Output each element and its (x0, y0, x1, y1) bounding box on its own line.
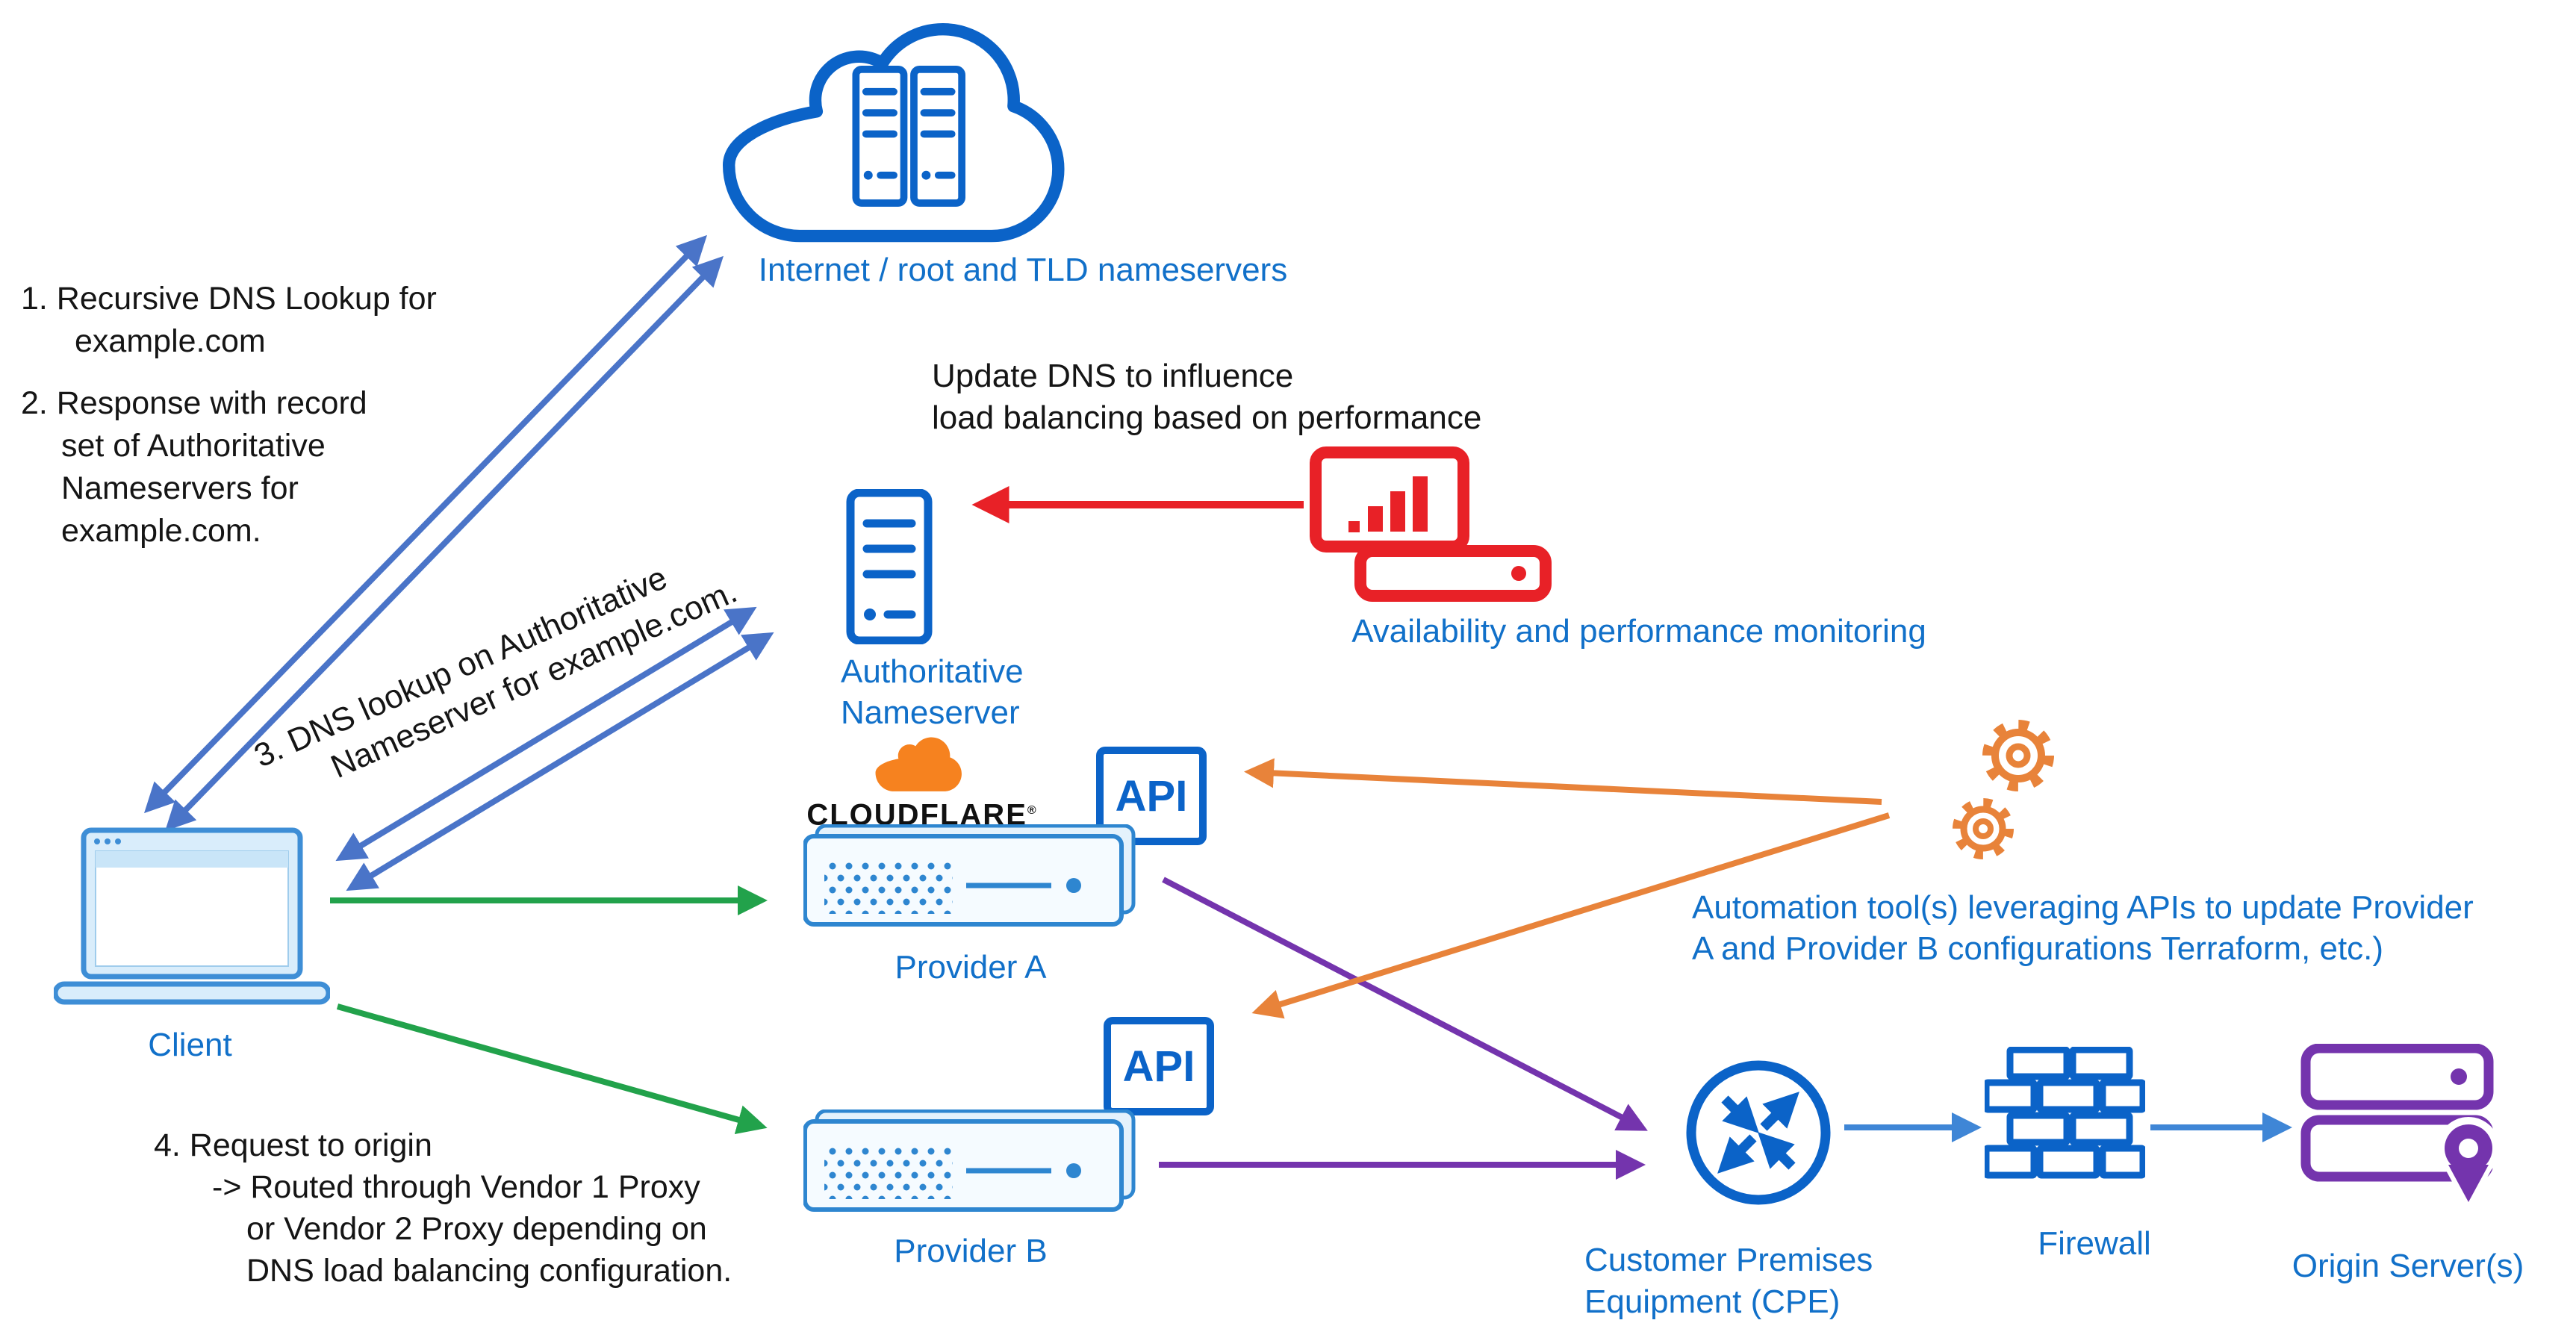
origin-servers-label: Origin Server(s) (2292, 1248, 2524, 1284)
step4-line2: -> Routed through Vendor 1 Proxy (212, 1169, 700, 1205)
client-laptop-icon (52, 827, 332, 1018)
cpe-router-icon (1680, 1054, 1837, 1215)
arrow-client-to-provider-b (336, 1003, 768, 1135)
arrow-automation-to-api-a (1244, 758, 1882, 805)
cloudflare-cloud-icon (875, 737, 962, 791)
client-label: Client (148, 1027, 232, 1063)
location-pin-icon (2437, 1117, 2500, 1213)
root-server-rack-icon (852, 66, 908, 207)
step1-step2-annotation: 1. Recursive DNS Lookup for example.com … (21, 278, 437, 553)
provider-b-api-badge: API (1104, 1017, 1214, 1115)
cpe-label: Customer Premises Equipment (CPE) (1584, 1242, 1873, 1320)
monitoring-icon (1308, 445, 1558, 609)
provider-a-label: Provider A (895, 949, 1047, 986)
provider-a-appliance-icon (803, 824, 1138, 931)
arrow-root-response-to-client (144, 234, 707, 814)
cloudflare-logo: CLOUDFLARE® (806, 733, 1036, 831)
automation-label: Automation tool(s) leveraging APIs to up… (1692, 889, 2474, 967)
step2-line1: 2. Response with record (21, 385, 367, 421)
step4-line4: DNS load balancing configuration. (246, 1253, 732, 1289)
origin-servers-icon (2298, 1043, 2511, 1223)
firewall-icon (1982, 1046, 2147, 1196)
gear-icon (1953, 798, 2014, 859)
step2-line2: set of Authoritative (61, 428, 326, 464)
authoritative-nameserver-label: Authoritative Nameserver (841, 653, 1024, 731)
step2-line4: example.com. (61, 513, 261, 549)
update-dns-line2: load balancing based on performance (932, 399, 1482, 436)
authoritative-nameserver-icon (845, 488, 933, 648)
step4-line1: 4. Request to origin (154, 1127, 432, 1163)
tld-server-rack-icon (910, 66, 965, 207)
arrow-automation-to-api-b (1251, 812, 1891, 1019)
step2-line3: Nameservers for (61, 470, 299, 506)
step1-line2: example.com (75, 323, 266, 359)
update-dns-annotation: Update DNS to influence load balancing b… (932, 355, 1481, 439)
provider-b-appliance-icon (803, 1109, 1138, 1216)
step1-line1: 1. Recursive DNS Lookup for (21, 281, 437, 317)
update-dns-line1: Update DNS to influence (932, 358, 1294, 394)
firewall-label: Firewall (2038, 1225, 2151, 1262)
gear-icon (1982, 720, 2054, 791)
provider-b-label: Provider B (894, 1233, 1048, 1269)
monitoring-label: Availability and performance monitoring (1351, 613, 1926, 650)
arrow-ns-response-to-client (346, 632, 774, 891)
internet-label: Internet / root and TLD nameservers (758, 252, 1288, 288)
arrow-provider-a-to-cpe (1162, 877, 1648, 1131)
step4-line3: or Vendor 2 Proxy depending on (246, 1211, 707, 1247)
provider-a-api-badge: API (1096, 747, 1207, 845)
step4-annotation: 4. Request to origin -> Routed through V… (154, 1124, 732, 1292)
automation-gears-icon (1932, 709, 2074, 888)
internet-cloud-icon (721, 16, 1094, 249)
